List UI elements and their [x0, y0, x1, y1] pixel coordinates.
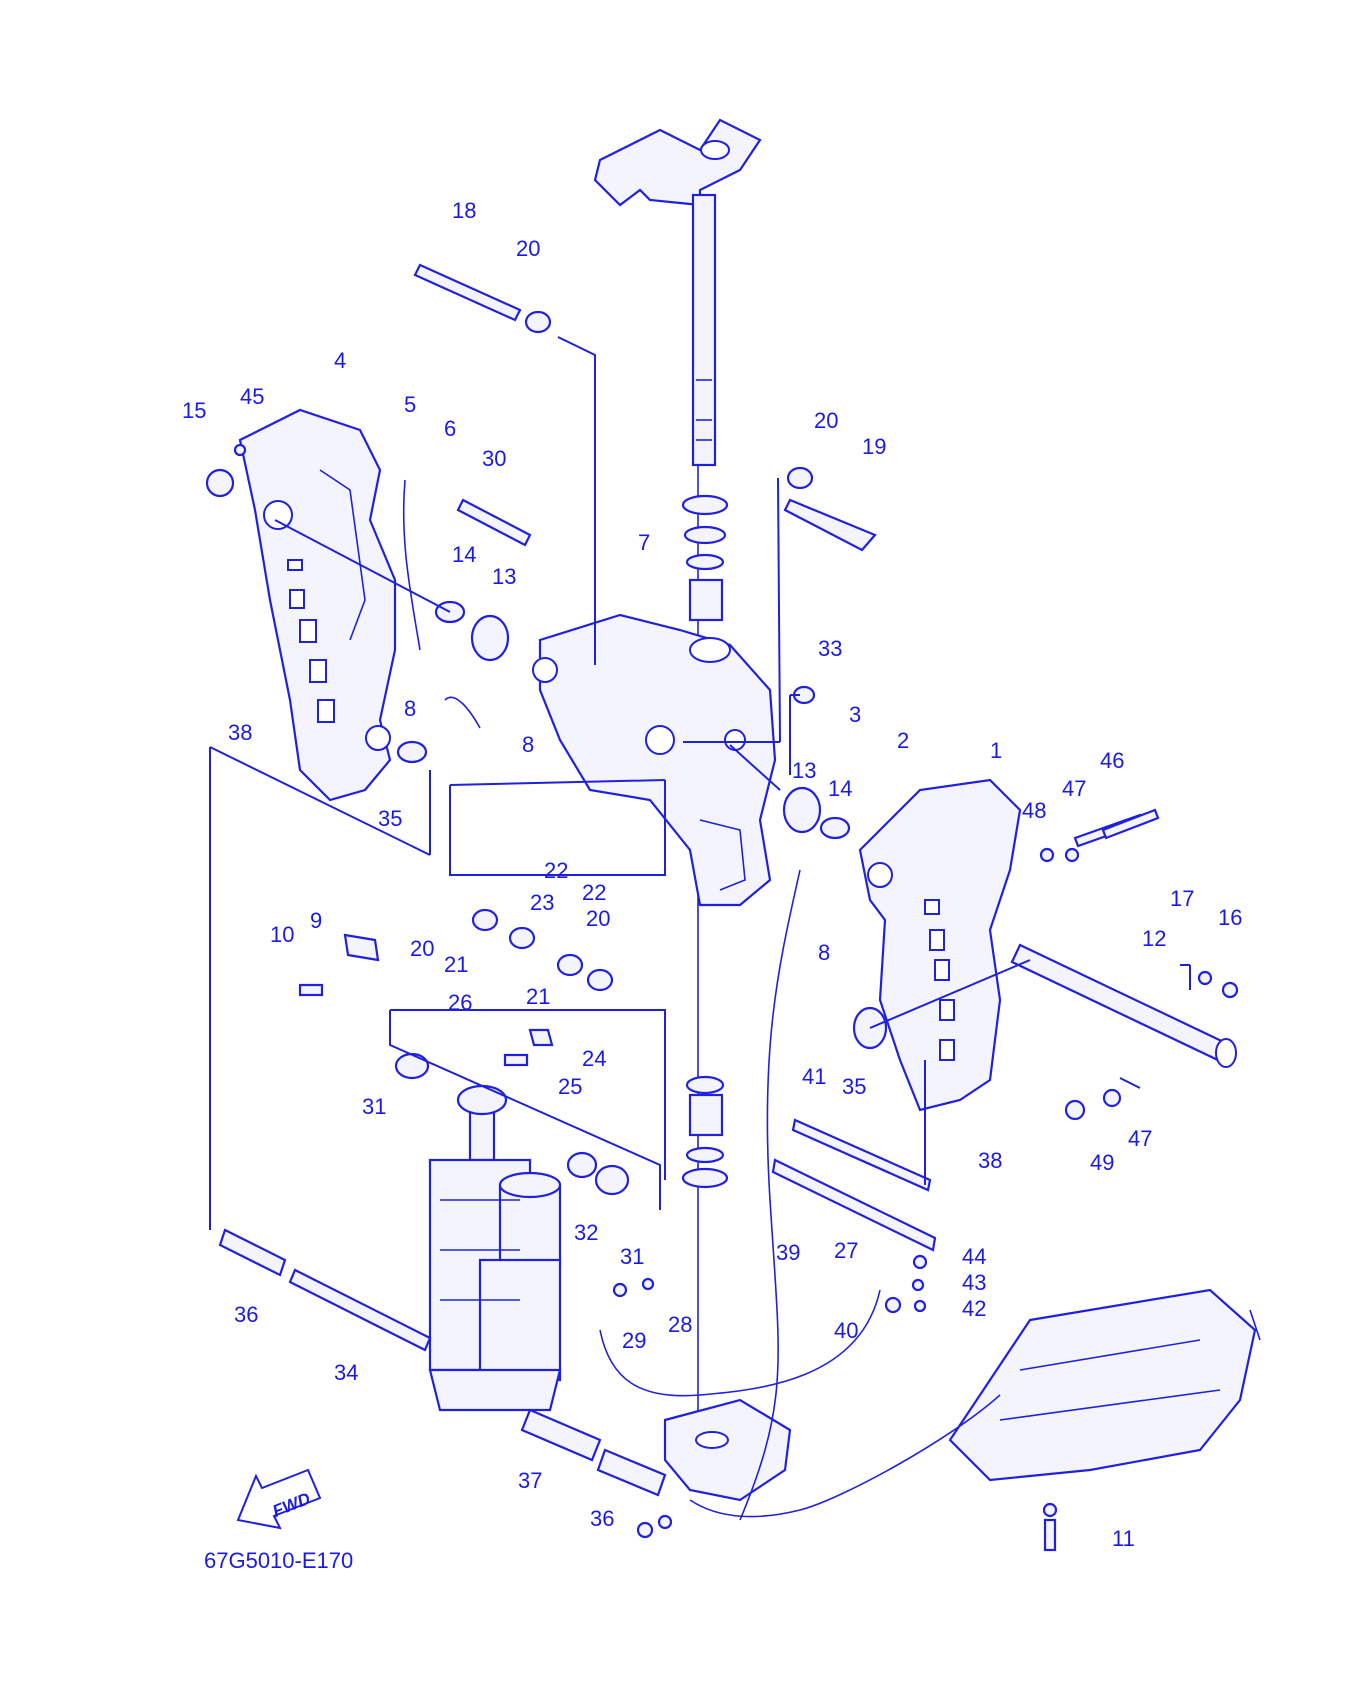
callout-9: 9 [310, 908, 322, 933]
callout-2: 2 [897, 728, 909, 753]
callout-38a: 38 [228, 720, 252, 745]
callout-38b: 38 [978, 1148, 1002, 1173]
callout-20c: 20 [410, 936, 434, 961]
callout-41: 41 [802, 1064, 826, 1089]
lower-cowling [948, 1288, 1261, 1482]
callout-8b: 8 [522, 732, 534, 757]
callout-15: 15 [182, 398, 206, 423]
leader-lines [209, 336, 1191, 1521]
callout-8a: 8 [404, 696, 416, 721]
callout-11: 11 [1112, 1526, 1135, 1551]
callout-32: 32 [574, 1220, 598, 1245]
callout-24: 24 [582, 1046, 606, 1071]
callout-16: 16 [1218, 905, 1242, 930]
callout-43: 43 [962, 1270, 986, 1295]
pins [218, 263, 1160, 1497]
callouts: 1 2 3 4 5 6 7 8 8 8 9 10 11 12 13 13 14 … [182, 198, 1242, 1551]
callout-29: 29 [622, 1328, 646, 1353]
callout-31a: 31 [362, 1094, 386, 1119]
callout-20b: 20 [814, 408, 838, 433]
callout-20a: 20 [516, 236, 540, 261]
callout-21a: 21 [444, 952, 468, 977]
clamp-bracket-right [858, 778, 1022, 1112]
callout-4: 4 [334, 348, 346, 373]
callout-10: 10 [270, 922, 294, 947]
callout-5: 5 [404, 392, 416, 417]
callout-47b: 47 [1128, 1126, 1152, 1151]
trim-tilt-unit [428, 1084, 562, 1412]
callout-19: 19 [862, 434, 886, 459]
callout-28: 28 [668, 1312, 692, 1337]
callout-13a: 13 [492, 564, 516, 589]
callout-18: 18 [452, 198, 476, 223]
callout-42: 42 [962, 1296, 986, 1321]
callout-47a: 47 [1062, 776, 1086, 801]
tilt-shaft [1010, 943, 1237, 1068]
callout-46: 46 [1100, 748, 1124, 773]
callout-14a: 14 [452, 542, 476, 567]
callout-30: 30 [482, 446, 506, 471]
clamp-bracket-left [238, 408, 397, 802]
callout-21b: 21 [526, 984, 550, 1009]
shaft-washers [681, 494, 729, 1189]
callout-39: 39 [776, 1240, 800, 1265]
callout-36b: 36 [590, 1506, 614, 1531]
callout-7: 7 [638, 530, 650, 555]
fwd-label: FWD [270, 1489, 313, 1521]
callout-37: 37 [518, 1468, 542, 1493]
callout-3: 3 [849, 702, 861, 727]
callout-48: 48 [1022, 798, 1046, 823]
callout-33: 33 [818, 636, 842, 661]
callout-8c: 8 [818, 940, 830, 965]
callout-23: 23 [530, 890, 554, 915]
hardware [205, 310, 1239, 1552]
callout-27: 27 [834, 1238, 858, 1263]
diagram-code: 67G5010-E170 [204, 1548, 353, 1573]
callout-45: 45 [240, 384, 264, 409]
callout-40: 40 [834, 1318, 858, 1343]
callout-35b: 35 [842, 1074, 866, 1099]
callout-49: 49 [1090, 1150, 1114, 1175]
swivel-bracket [532, 613, 777, 907]
callout-35a: 35 [378, 806, 402, 831]
steering-shaft [593, 118, 762, 1460]
callout-44: 44 [962, 1244, 986, 1269]
callout-34: 34 [334, 1360, 358, 1385]
callout-1: 1 [990, 738, 1002, 763]
fwd-arrow: FWD [236, 1468, 322, 1530]
callout-17: 17 [1170, 886, 1194, 911]
callout-22a: 22 [544, 858, 568, 883]
anode-strips [771, 1118, 937, 1252]
callout-12: 12 [1142, 926, 1166, 951]
callout-26: 26 [448, 990, 472, 1015]
callout-36a: 36 [234, 1302, 258, 1327]
callout-22b: 22 [582, 880, 606, 905]
callout-14b: 14 [828, 776, 852, 801]
callout-31b: 31 [620, 1244, 644, 1269]
lower-mount [663, 1398, 792, 1502]
callout-20d: 20 [586, 906, 610, 931]
callout-13b: 13 [792, 758, 816, 783]
callout-6: 6 [444, 416, 456, 441]
callout-25: 25 [558, 1074, 582, 1099]
